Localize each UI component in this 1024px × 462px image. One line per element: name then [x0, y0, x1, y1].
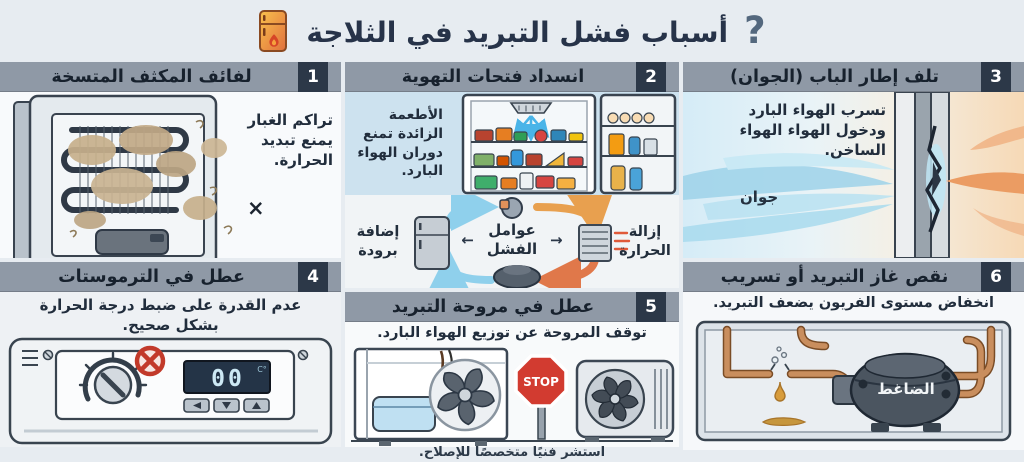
panel-5-title: عطل في مروحة التبريد [391, 297, 595, 317]
condenser-coils-illustration [13, 94, 233, 258]
down-arrow-button [222, 402, 231, 409]
page-title: أسباب فشل التبريد في الثلاجة [306, 15, 729, 49]
panel-2-title: انسداد فتحات التهوية [401, 67, 585, 87]
panel-refrigerant-leak: 6 نقص غاز التبريد أو تسريب انخفاض مستوى … [683, 262, 1024, 450]
panel-dirty-condenser-coils: 1 لفائف المكثف المتسخة تراكم الغبار يمنع… [0, 62, 341, 258]
cycle-center-group: ← عوامل الفشل → [345, 221, 679, 259]
refrigerator-icon [258, 10, 290, 54]
compressor [849, 352, 961, 432]
panel-2-caption: الأطعمة الزائدة تمنع دوران الهواء البارد… [357, 107, 443, 180]
footer-note: استشر فنيًا متخصصًا للإصلاح. [418, 445, 606, 460]
fridge-cycle-icon [414, 216, 450, 270]
panel-2-header: 2 انسداد فتحات التهوية [345, 62, 679, 92]
temperature-display: 00 °C [183, 360, 271, 394]
left-arrow-button [193, 402, 201, 409]
svg-text:00: 00 [211, 366, 245, 392]
gasket-label: جوان [740, 188, 779, 206]
panel-4-number-badge: 4 [298, 262, 328, 292]
panel-1-number-badge: 1 [298, 62, 328, 92]
svg-text:STOP: STOP [523, 375, 559, 389]
panel-3-header: 3 تلف إطار الباب (الجوان) [683, 62, 1024, 92]
leak-drop [774, 381, 786, 402]
panel-6-header: 6 نقص غاز التبريد أو تسريب [683, 262, 1024, 292]
compressor-label: الضاغط [877, 380, 935, 398]
panel-4-caption: عدم القدرة على ضبط درجة الحرارة بشكل صحي… [39, 296, 302, 335]
panel-6-caption: انخفاض مستوى الفريون يضعف التبريد. [712, 295, 995, 311]
panel-6-title: نقص غاز التبريد أو تسريب [720, 267, 949, 287]
panel-6-number-badge: 6 [981, 262, 1011, 292]
refrigeration-cycle-diagram [414, 195, 631, 288]
vent-icon [509, 102, 553, 114]
svg-text:°C: °C [257, 365, 267, 374]
panel-blocked-vents: 2 انسداد فتحات التهوية الأطعمة الزائدة ت… [345, 62, 679, 288]
cooling-fan-illustration: STOP [351, 347, 675, 446]
thermostat-illustration: 00 °C [8, 337, 333, 445]
display-buttons [183, 398, 270, 413]
cycle-arrow-right: → [550, 230, 563, 249]
cycle-arrow-left: ← [461, 230, 474, 249]
cold-air-leak-streams [683, 153, 895, 242]
question-mark-icon: ? [744, 8, 766, 52]
panel-cooling-fan-fault: 5 عطل في مروحة التبريد توقف المروحة عن ت… [345, 292, 679, 447]
panel-2-number-badge: 2 [636, 62, 666, 92]
panel-3-caption: تسرب الهواء البارد ودخول الهواء الهواء ا… [739, 101, 886, 160]
panel-3-title: تلف إطار الباب (الجوان) [730, 67, 939, 87]
cycle-center-label: عوامل الفشل [486, 221, 538, 258]
up-arrow-button [252, 402, 261, 409]
panel-5-caption: توقف المروحة عن توزيع الهواء البارد. [377, 325, 647, 341]
condenser-cycle-icon [578, 224, 612, 262]
panel-5-header: 5 عطل في مروحة التبريد [345, 292, 679, 322]
cycle-right-label: إزالة الحرارة [619, 224, 671, 259]
fridge-fan [428, 358, 502, 432]
compressor-leak-illustration [695, 320, 1012, 442]
x-mark: × [247, 196, 265, 220]
panel-door-gasket: 3 تلف إطار الباب (الجوان) [683, 62, 1024, 258]
leak-point [761, 346, 807, 426]
door-gasket-illustration [683, 92, 1024, 258]
panel-1-title: لفائف المكثف المتسخة [51, 67, 252, 87]
warm-air-arrows [946, 126, 1024, 236]
overfilled-fridge-illustration [461, 93, 677, 195]
panel-3-number-badge: 3 [981, 62, 1011, 92]
prohibition-icon [134, 345, 166, 377]
panel-5-number-badge: 5 [636, 292, 666, 322]
panel-4-header: 4 عطل في الترموستات [0, 262, 341, 292]
heat-waves-icon [613, 231, 631, 251]
panel-1-header: 1 لفائف المكثف المتسخة [0, 62, 341, 92]
panel-4-title: عطل في الترموستات [58, 267, 245, 287]
panel-thermostat-fault: 4 عطل في الترموستات عدم القدرة على ضبط د… [0, 262, 341, 447]
cycle-left-label: إضافة برودة [356, 224, 400, 259]
leak-puddle [761, 417, 807, 426]
freezer-bin [372, 396, 436, 432]
stop-sign-icon: STOP [514, 354, 568, 408]
panel-1-caption: تراكم الغبار يمنع تبديد الحرارة. [247, 111, 333, 170]
page-header: ? أسباب فشل التبريد في الثلاجة [0, 4, 1024, 60]
